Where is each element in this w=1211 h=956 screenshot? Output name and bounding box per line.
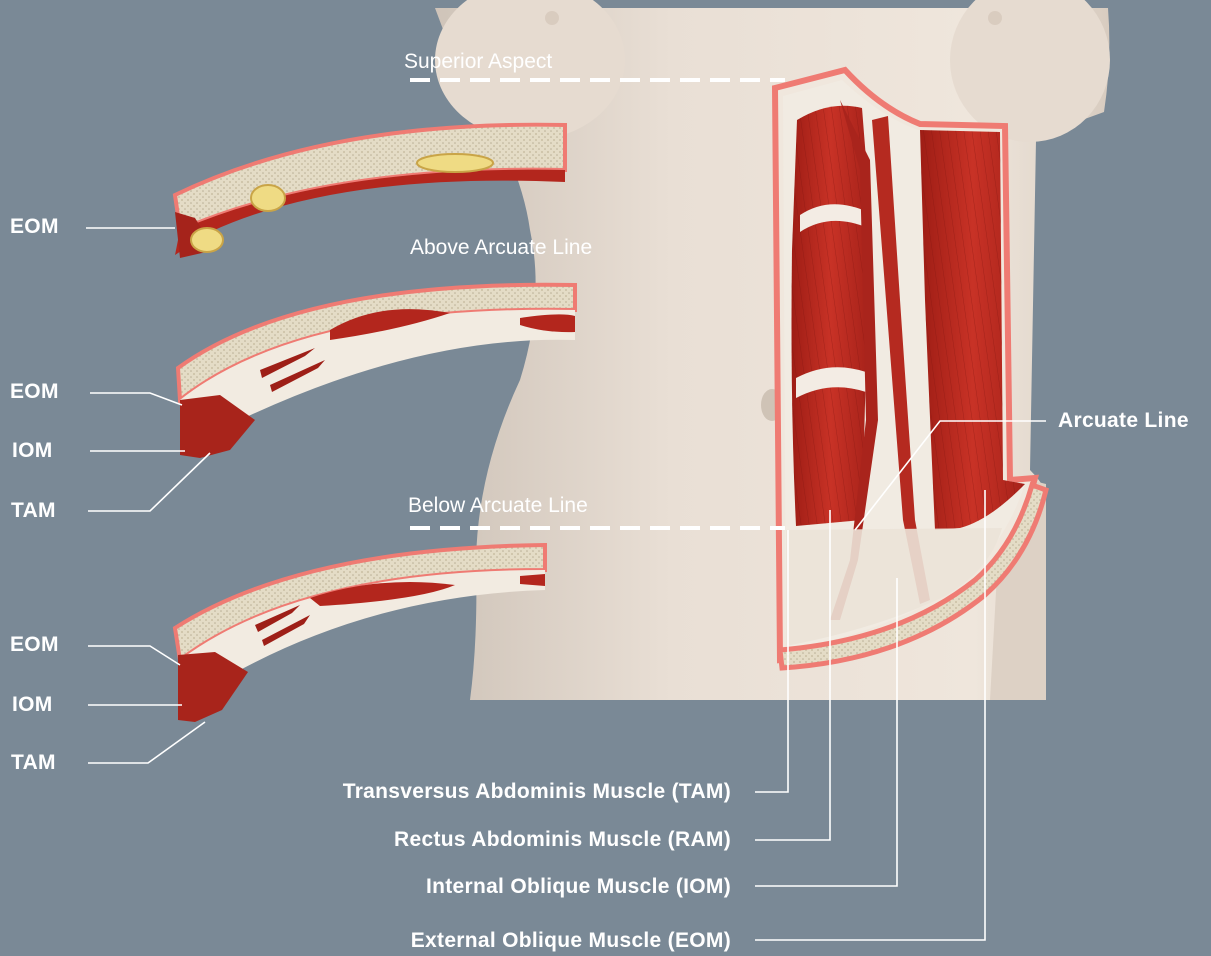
rectus-abdominis-striations xyxy=(792,106,871,526)
superior-rectus-sheath xyxy=(417,154,493,172)
leader-bot-eom xyxy=(88,646,180,665)
above-arcuate-label: Above Arcuate Line xyxy=(410,236,592,260)
superior-fat-pad-1 xyxy=(251,185,285,211)
right-nipple xyxy=(988,11,1002,25)
legend-eom-label: External Oblique Muscle (EOM) xyxy=(411,929,731,953)
left-nipple xyxy=(545,11,559,25)
legend-iom-label: Internal Oblique Muscle (IOM) xyxy=(426,875,731,899)
mid-iom-label: IOM xyxy=(12,439,53,463)
legend-ram-label: Rectus Abdominis Muscle (RAM) xyxy=(394,828,731,852)
mid-eom-label: EOM xyxy=(10,380,59,404)
superior-fat-pad-2 xyxy=(191,228,223,252)
below-rectus-right xyxy=(520,574,545,586)
leader-mid-tam xyxy=(88,453,210,511)
leader-bot-tam xyxy=(88,722,205,763)
leader-mid-eom xyxy=(90,393,182,405)
legend-tam-label: Transversus Abdominis Muscle (TAM) xyxy=(343,780,731,804)
bot-eom-label: EOM xyxy=(10,633,59,657)
mid-tam-label: TAM xyxy=(11,499,56,523)
below-arcuate-label: Below Arcuate Line xyxy=(408,494,588,518)
top-eom-label: EOM xyxy=(10,215,59,239)
superior-aspect-label: Superior Aspect xyxy=(404,50,552,74)
bot-tam-label: TAM xyxy=(11,751,56,775)
bot-iom-label: IOM xyxy=(12,693,53,717)
arcuate-line-label: Arcuate Line xyxy=(1058,409,1189,433)
